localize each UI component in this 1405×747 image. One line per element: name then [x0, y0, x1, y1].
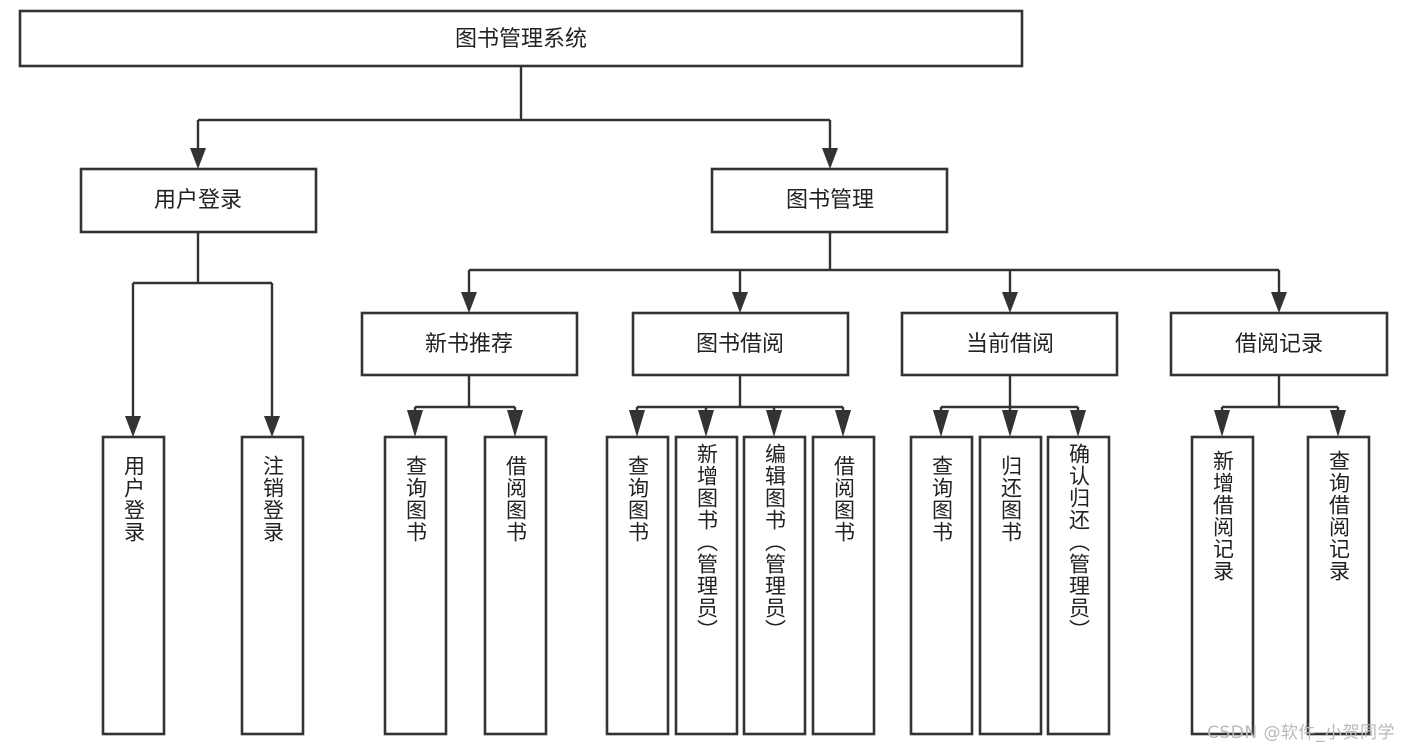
arrow-head-book-management: [822, 148, 838, 169]
node-borrow-record-box[interactable]: [1169, 311, 1389, 377]
arrow-head-leaf-add-book: [698, 410, 714, 437]
watermark-text: CSDN @软件_小贺同学: [1207, 723, 1395, 743]
arrow-head-leaf-query-book-3: [933, 410, 949, 437]
node-book-management-box[interactable]: [710, 167, 949, 234]
arrow-head-leaf-edit-book: [766, 410, 782, 437]
arrow-head-leaf-borrow-book-1: [507, 410, 523, 437]
node-root-box[interactable]: [18, 9, 1024, 68]
node-book-management-label: 图书管理: [786, 188, 874, 213]
arrow-head-new-book-recommend: [461, 292, 477, 313]
node-book-borrow-box[interactable]: [631, 311, 850, 377]
node-current-borrow-label: 当前借阅: [966, 332, 1054, 357]
connector-layer: [125, 66, 1346, 437]
node-current-borrow-box[interactable]: [900, 311, 1119, 377]
arrow-head-leaf-query-book-1: [407, 410, 423, 437]
arrow-head-leaf-query-record: [1330, 410, 1346, 437]
arrow-head-current-borrow: [1002, 292, 1018, 313]
node-leaf-query-book-1-box[interactable]: [383, 435, 448, 736]
arrow-head-leaf-return-book: [1002, 410, 1018, 437]
node-leaf-query-book-3-box[interactable]: [909, 435, 974, 736]
node-leaf-logout-login-box[interactable]: [240, 435, 305, 736]
node-leaf-borrow-book-2-box[interactable]: [811, 435, 876, 736]
node-leaf-query-book-2-box[interactable]: [605, 435, 670, 736]
node-user-login-box[interactable]: [79, 167, 318, 234]
node-user-login-label: 用户登录: [154, 188, 242, 213]
arrow-head-leaf-user-login: [125, 416, 141, 437]
node-new-book-recommend-box[interactable]: [360, 311, 579, 377]
node-book-borrow-label: 图书借阅: [696, 332, 784, 357]
node-leaf-query-record-box[interactable]: [1306, 435, 1371, 736]
node-leaf-confirm-return-box[interactable]: [1046, 435, 1111, 736]
arrow-head-leaf-query-book-2: [629, 410, 645, 437]
node-leaf-borrow-book-1-box[interactable]: [483, 435, 548, 736]
arrow-head-book-borrow: [732, 292, 748, 313]
arrow-head-borrow-record: [1271, 292, 1287, 313]
arrow-head-leaf-add-record: [1214, 410, 1230, 437]
node-leaf-add-record-box[interactable]: [1190, 435, 1255, 736]
node-leaf-add-book-box[interactable]: [674, 435, 739, 736]
arrow-head-leaf-confirm-return: [1070, 410, 1086, 437]
node-leaf-return-book-box[interactable]: [978, 435, 1043, 736]
node-new-book-recommend-label: 新书推荐: [425, 332, 513, 357]
node-borrow-record-label: 借阅记录: [1235, 332, 1323, 357]
arrow-head-leaf-logout-login: [264, 416, 280, 437]
node-layer: 图书管理系统 用户登录 图书管理 新书推荐 图书借阅 当前借阅 借阅记录: [18, 9, 1389, 736]
node-leaf-edit-book-box[interactable]: [742, 435, 807, 736]
node-root-label: 图书管理系统: [455, 27, 587, 52]
arrow-head-leaf-borrow-book-2: [835, 410, 851, 437]
arrow-head-user-login: [190, 148, 206, 169]
node-leaf-user-login-box[interactable]: [101, 435, 166, 736]
